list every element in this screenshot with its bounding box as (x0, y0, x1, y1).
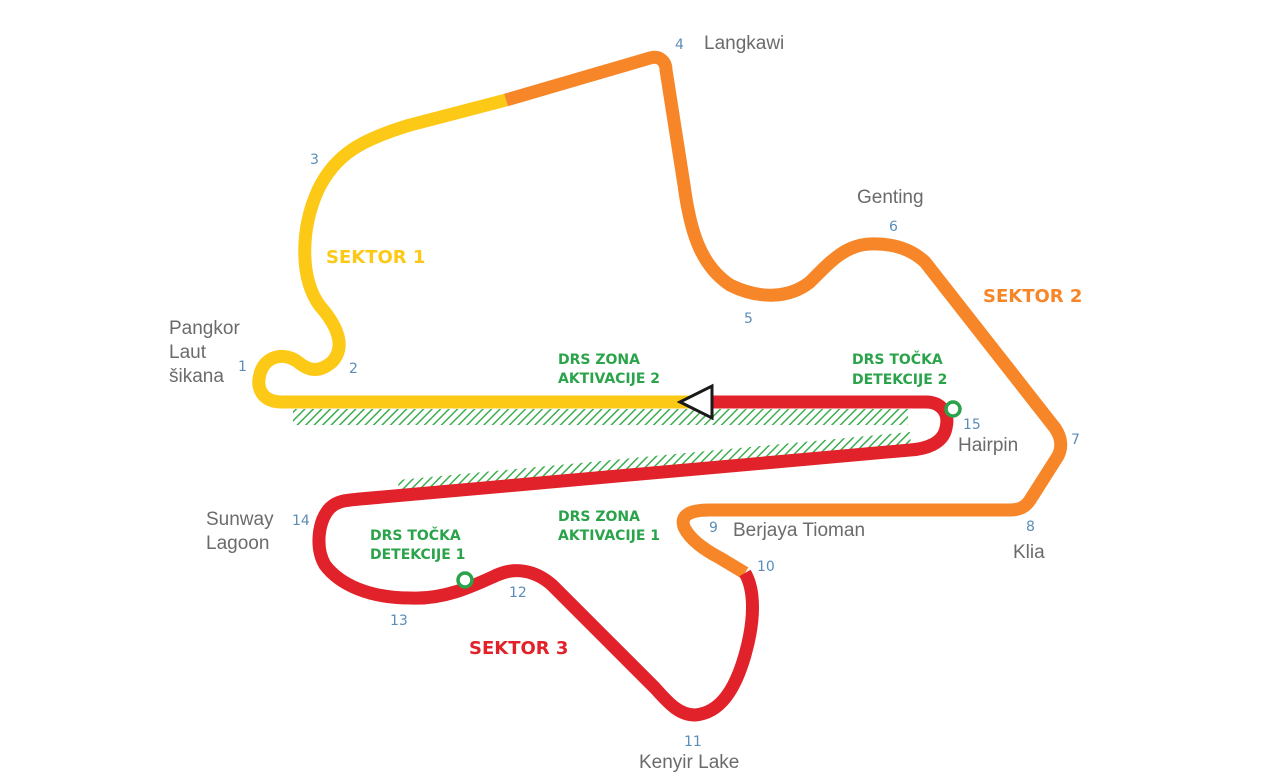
corner-name: Laut (169, 342, 207, 363)
drs-zone-1-label: AKTIVACIJE 1 (558, 528, 660, 544)
corner-name: Langkawi (704, 33, 784, 54)
drs-detection-1-label: DRS TOČKA (370, 526, 461, 544)
corner-name: Klia (1013, 542, 1045, 563)
corner-name: Kenyir Lake (639, 752, 739, 773)
corner-number: 8 (1026, 519, 1035, 535)
drs-zone-1-label: DRS ZONA (558, 509, 640, 525)
drs-zone-2-label: DRS ZONA (558, 352, 640, 368)
corner-number: 9 (709, 520, 718, 536)
sector-3-label: SEKTOR 3 (469, 638, 568, 659)
corner-name: šikana (169, 366, 224, 387)
drs-detection-2-marker (944, 400, 962, 418)
corner-number: 2 (349, 361, 358, 377)
drs-detection-1-label: DETEKCIJE 1 (370, 547, 465, 563)
start-finish-arrow-icon (676, 383, 714, 421)
corner-number: 4 (675, 37, 684, 53)
drs-detection-2-label: DETEKCIJE 2 (852, 372, 947, 388)
sector-2-track (504, 50, 1068, 579)
corner-number: 14 (292, 513, 310, 529)
drs-zone-2-label: AKTIVACIJE 2 (558, 371, 660, 387)
sector-1-track (252, 93, 700, 409)
corner-name: Sunway (206, 509, 274, 530)
drs-zone-2-hatch (293, 409, 908, 425)
corner-number: 11 (684, 734, 702, 750)
corner-number: 1 (238, 359, 247, 375)
corner-number: 5 (744, 311, 753, 327)
corner-number: 12 (509, 585, 527, 601)
corner-number: 15 (963, 417, 981, 433)
corner-number: 13 (390, 613, 408, 629)
corner-name: Berjaya Tioman (733, 520, 865, 541)
sector-1-label: SEKTOR 1 (326, 247, 425, 268)
corner-name: Hairpin (958, 435, 1018, 456)
sector-3-track (312, 395, 954, 722)
drs-detection-2-label: DRS TOČKA (852, 350, 943, 368)
corner-name: Genting (857, 187, 924, 208)
corner-number: 3 (310, 152, 319, 168)
corner-number: 7 (1071, 432, 1080, 448)
drs-detection-1-marker (456, 571, 474, 589)
corner-number: 6 (889, 219, 898, 235)
sector-2-label: SEKTOR 2 (983, 286, 1082, 307)
corner-name: Pangkor (169, 318, 240, 339)
corner-number: 10 (757, 559, 775, 575)
corner-name: Lagoon (206, 533, 269, 554)
